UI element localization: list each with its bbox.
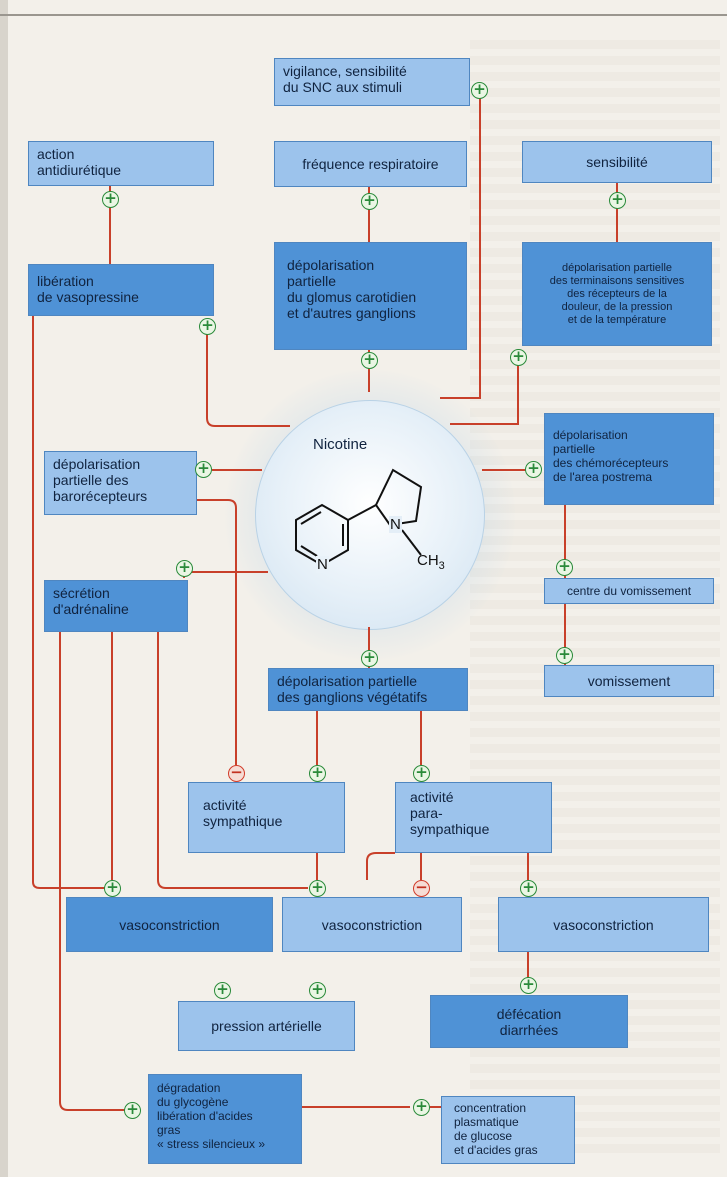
pyrrolidine-ring xyxy=(374,468,423,527)
box-vigilance: vigilance, sensibilité du SNC aux stimul… xyxy=(274,58,470,106)
plus-sign-vasoconstriction-1: + xyxy=(104,880,121,897)
pyridine-nitrogen: N xyxy=(316,556,329,573)
box-vasoconstriction-1: vasoconstriction xyxy=(66,897,273,952)
plus-sign-sympathique: + xyxy=(309,765,326,782)
box-antidiuretique: action antidiurétique xyxy=(28,141,214,186)
line-vigilance xyxy=(440,98,481,399)
box-parasympathique: activité para- sympathique xyxy=(395,782,552,853)
box-barorecepteurs: dépolarisation partielle des barorécepte… xyxy=(44,451,197,515)
box-terminaisons: dépolarisation partielle des terminaison… xyxy=(522,242,712,346)
minus-sign-vasoconstriction-3: − xyxy=(413,880,430,897)
line-adrenaline-glycogene xyxy=(59,632,130,1111)
plus-sign-pression-1: + xyxy=(214,982,231,999)
top-rule xyxy=(0,14,727,16)
plus-sign-glomus: + xyxy=(361,352,378,369)
plus-sign-glycogene: + xyxy=(124,1102,141,1119)
nicotine-title: Nicotine xyxy=(313,436,368,453)
plus-sign-concentration: + xyxy=(413,1099,430,1116)
box-defecation: défécation diarrhées xyxy=(430,995,628,1048)
box-vasopressine: libération de vasopressine xyxy=(28,264,214,316)
plus-sign-vasopressine: + xyxy=(199,318,216,335)
box-vomissement: vomissement xyxy=(544,665,714,697)
line-baro-sympathique xyxy=(197,499,237,765)
box-vasoconstriction-2: vasoconstriction xyxy=(282,897,462,952)
methyl-subscript: 3 xyxy=(438,560,445,572)
nicotine-structure xyxy=(295,468,423,567)
box-ganglions-vegetatifs: dépolarisation partielle des ganglions v… xyxy=(268,668,468,711)
line-terminaisons xyxy=(450,353,519,425)
plus-sign-adrenaline: + xyxy=(176,560,193,577)
line-vasopressine-vaso xyxy=(32,316,108,889)
line-parasym-tick xyxy=(366,852,395,880)
plus-sign-centre-vomissement: + xyxy=(556,559,573,576)
box-vasoconstriction-3: vasoconstriction xyxy=(498,897,709,952)
plus-sign-parasympathique: + xyxy=(413,765,430,782)
box-concentration: concentration plasmatique de glucose et … xyxy=(441,1096,575,1164)
box-chemorecepteurs: dépolarisation partielle des chémorécept… xyxy=(544,413,714,505)
pyrrolidine-nitrogen: N xyxy=(389,516,402,533)
box-pression: pression artérielle xyxy=(178,1001,355,1051)
line-nicotine-adrenaline xyxy=(183,571,268,578)
nicotine-circle xyxy=(255,400,485,630)
page-edge xyxy=(0,0,8,1177)
methyl-bond xyxy=(401,529,422,556)
plus-sign-terminaisons: + xyxy=(510,349,527,366)
methyl-group: CH3 xyxy=(417,552,445,572)
pyridine-ring xyxy=(295,503,349,567)
ring-bond xyxy=(347,504,377,521)
plus-sign-chemorecepteurs: + xyxy=(525,461,542,478)
box-sensibilite: sensibilité xyxy=(522,141,712,183)
plus-sign-defecation: + xyxy=(520,977,537,994)
plus-sign-vigilance: + xyxy=(471,82,488,99)
box-sympathique: activité sympathique xyxy=(188,782,345,853)
methyl-ch: CH xyxy=(417,552,439,569)
box-adrenaline: sécrétion d'adrénaline xyxy=(44,580,188,632)
box-centre-vomissement: centre du vomissement xyxy=(544,578,714,604)
plus-sign-sensibilite: + xyxy=(609,192,626,209)
plus-sign-vomissement: + xyxy=(556,647,573,664)
box-glycogene: dégradation du glycogène libération d'ac… xyxy=(148,1074,302,1164)
plus-sign-ganglions: + xyxy=(361,650,378,667)
box-frequence: fréquence respiratoire xyxy=(274,141,467,187)
line-adrenaline-vaso2 xyxy=(157,630,308,889)
box-glomus: dépolarisation partielle du glomus carot… xyxy=(274,242,467,350)
line-nicotine-vasopressine xyxy=(206,330,290,427)
plus-sign-vasoconstriction-3: + xyxy=(520,880,537,897)
minus-sign-sympathique: − xyxy=(228,765,245,782)
plus-sign-vasoconstriction-2: + xyxy=(309,880,326,897)
plus-sign-barorecepteurs: + xyxy=(195,461,212,478)
plus-sign-frequence: + xyxy=(361,193,378,210)
plus-sign-pression-2: + xyxy=(309,982,326,999)
plus-sign-antidiuretique: + xyxy=(102,191,119,208)
